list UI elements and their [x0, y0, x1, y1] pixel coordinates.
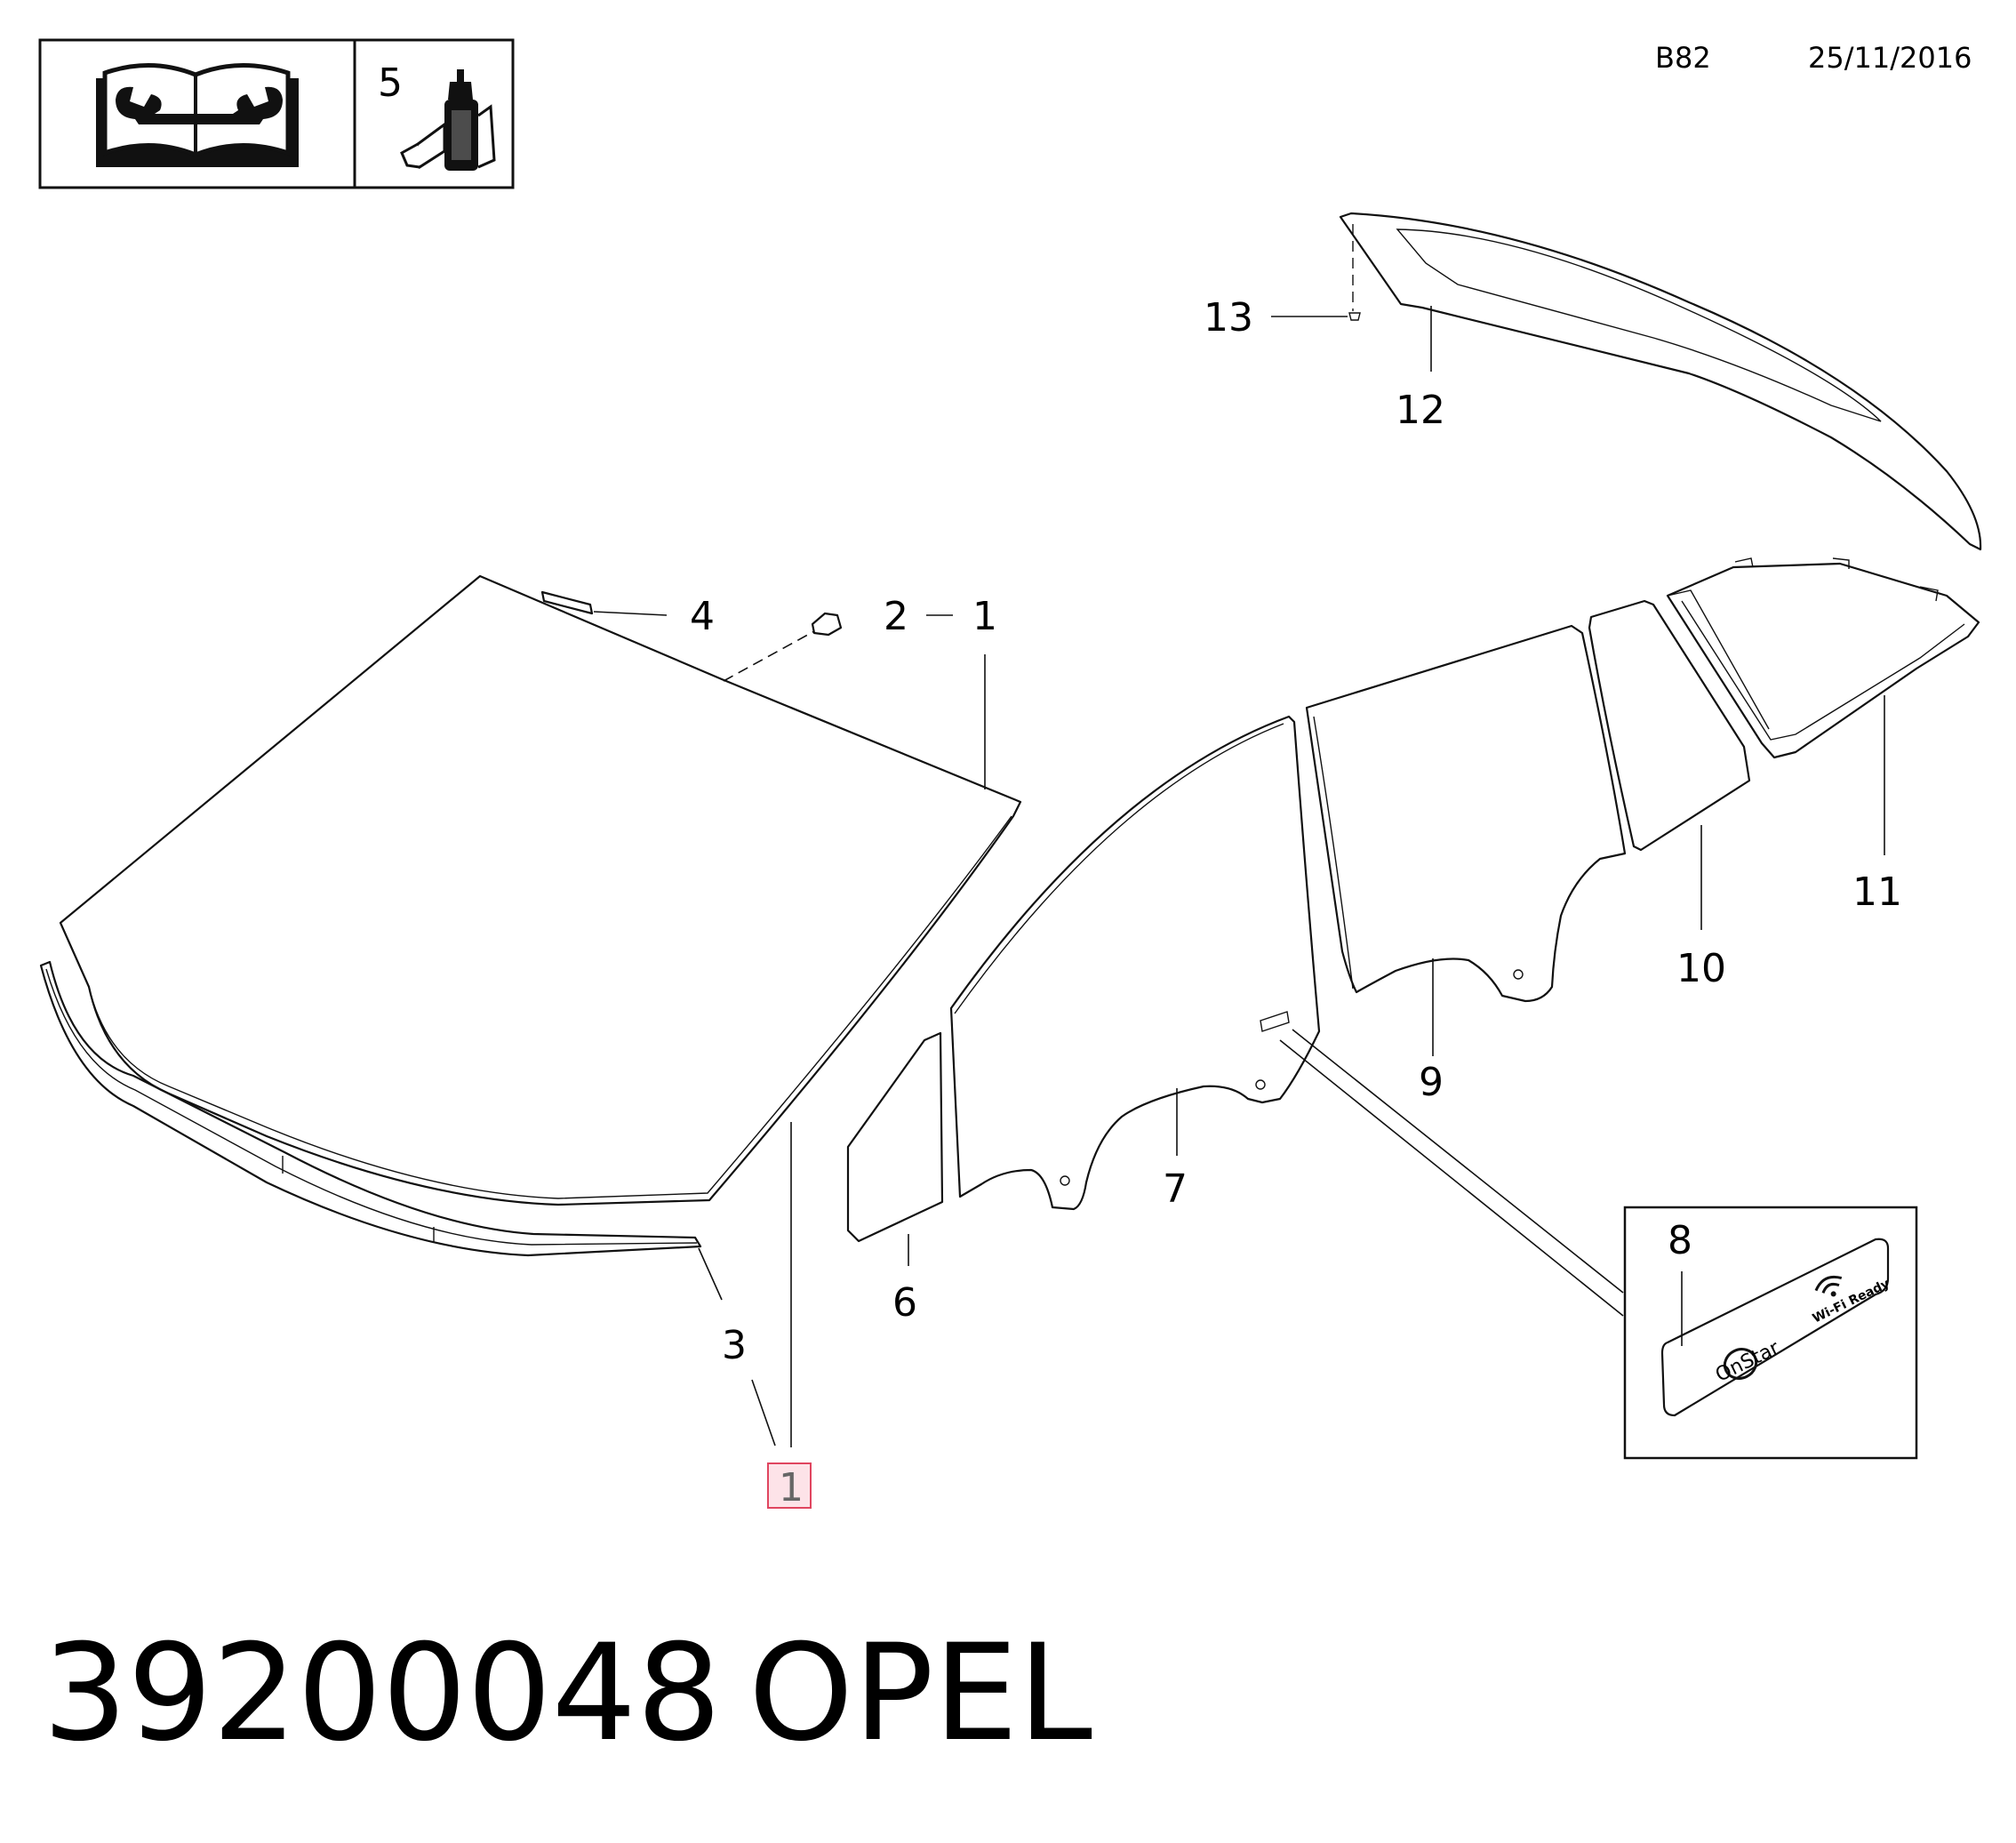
callout-3: 3: [722, 1323, 747, 1368]
rear-quarter-fixed-glass: [1588, 599, 1751, 852]
callout-7: 7: [1163, 1166, 1188, 1212]
callout-11: 11: [1852, 869, 1902, 915]
tool-panel: 5: [38, 38, 515, 189]
part-number: 39200048: [43, 1616, 721, 1771]
windshield-moulding: [39, 960, 702, 1257]
rear-door-glass: [1305, 624, 1627, 1003]
rear-window-glass: [1339, 212, 1982, 551]
callout-10: 10: [1676, 946, 1726, 991]
diagram-code: B82: [1655, 41, 1711, 75]
callout-4: 4: [690, 594, 715, 639]
callout-2: 2: [884, 594, 908, 639]
onstar-label-inset: OnStar Wi-Fi Ready: [1623, 1206, 1918, 1460]
callout-9: 9: [1419, 1060, 1444, 1105]
callout-13: 13: [1204, 295, 1253, 341]
front-quarter-glass: [846, 1031, 944, 1243]
callout-6: 6: [892, 1280, 917, 1326]
repair-manual-icon: [96, 62, 299, 167]
brand-name: OPEL: [748, 1616, 1092, 1771]
leader-lines: [593, 306, 1885, 1447]
windshield-glass: [59, 574, 1022, 1206]
rear-quarter-frame: [1666, 557, 1980, 759]
tool-panel-number: 5: [378, 60, 403, 106]
callout-12: 12: [1396, 388, 1445, 433]
diagram-date: 25/11/2016: [1808, 41, 1972, 75]
callout-1-top: 1: [972, 594, 997, 639]
adhesive-tube-icon: [400, 69, 496, 171]
wifi-icon: [1814, 1275, 1843, 1297]
callout-8: 8: [1668, 1218, 1692, 1263]
front-door-glass: [949, 715, 1321, 1211]
callout-1-highlight-text: 1: [779, 1465, 804, 1510]
top-strip-part: [540, 590, 594, 615]
callout-1-highlight[interactable]: 1: [767, 1462, 812, 1510]
mirror-bracket-part: [811, 612, 843, 637]
